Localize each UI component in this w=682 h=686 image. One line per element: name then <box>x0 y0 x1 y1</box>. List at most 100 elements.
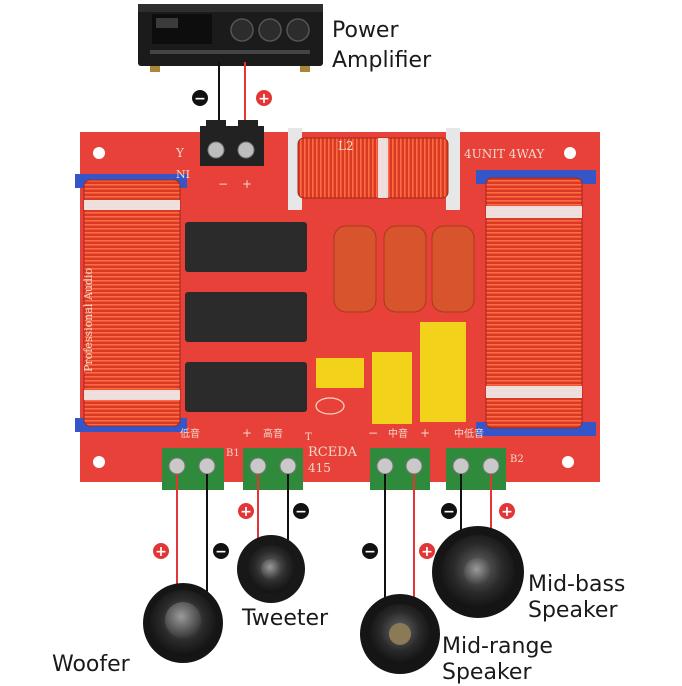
polarity-sign: − <box>194 91 206 107</box>
resistor-3 <box>185 362 307 412</box>
input-terminal-block <box>200 120 264 166</box>
tag-silk-b1: B1 <box>226 448 240 459</box>
polarity-woofer-negative: − <box>213 543 229 560</box>
amplifier-button-row <box>150 50 310 54</box>
polarity-circle <box>362 543 378 559</box>
label-midrange-line2: Speaker <box>442 660 532 685</box>
input-screw-positive <box>237 141 255 159</box>
capacitor-orange-3 <box>431 225 475 313</box>
silk-minus-input: − <box>218 177 228 191</box>
capacitor-orange-1 <box>333 225 377 313</box>
polarity-midbass-positive: + <box>499 503 515 520</box>
channel-silk-mid: 中音 <box>388 427 408 440</box>
output-terminal-woofer <box>162 448 224 490</box>
polarity-sign: + <box>155 544 167 560</box>
silk-plus-input: + <box>242 177 252 191</box>
midrange-dustcap <box>389 623 411 645</box>
polarity-midbass-negative: − <box>441 503 457 520</box>
midbass-dustcap <box>464 558 492 586</box>
silk-plus-high: + <box>242 426 252 440</box>
label-power-amplifier-line1: Power <box>332 18 399 43</box>
polarity-sign: − <box>295 504 307 520</box>
label-midrange-line1: Mid-range <box>442 634 553 659</box>
left-coil-tie-top <box>84 200 180 210</box>
left-coil-tie-bottom <box>84 390 180 400</box>
amplifier-top-edge <box>138 4 323 12</box>
channel-silk-high: 高音 <box>263 427 283 440</box>
top-coil-bracket-right <box>446 128 460 210</box>
midrange-screw-negative <box>376 457 394 475</box>
output-terminal-midrange <box>370 448 430 490</box>
coil-silk-label: L2 <box>338 139 354 153</box>
tweeter-screw-positive <box>249 457 267 475</box>
side-silk-label: Professional Audio <box>82 267 95 372</box>
channel-silk-midlow: 中低音 <box>454 427 484 440</box>
polarity-circle <box>192 90 208 106</box>
model-silk-line2: 415 <box>308 461 331 475</box>
woofer-dustcap <box>165 602 201 638</box>
polarity-circle <box>213 543 229 559</box>
tag-silk-b2: B2 <box>510 454 524 465</box>
polarity-midrange-negative: − <box>362 543 378 560</box>
crossover-board: Y NI L2 4UNIT 4WAY Professional Audio RC… <box>75 128 600 482</box>
midbass-speaker <box>432 526 524 618</box>
amplifier-knob-1 <box>230 18 254 42</box>
output-terminal-midbass <box>446 448 506 490</box>
label-midbass-line1: Mid-bass <box>528 572 626 597</box>
label-woofer: Woofer <box>52 652 130 677</box>
input-screw-negative <box>207 141 225 159</box>
polarity-sign: + <box>501 504 513 520</box>
capacitor-yellow-medium <box>372 352 412 424</box>
power-amplifier <box>138 4 323 72</box>
capacitor-yellow-small <box>316 358 364 388</box>
label-midbass-line2: Speaker <box>528 598 618 623</box>
amplifier-knob-3 <box>286 18 310 42</box>
top-coil-tie <box>378 138 388 198</box>
polarity-tweeter-negative: − <box>293 503 309 520</box>
woofer-speaker <box>143 583 223 663</box>
tweeter-speaker <box>237 535 305 603</box>
resistor-1 <box>185 222 307 272</box>
mount-hole-br <box>562 456 574 468</box>
mount-hole-tr <box>564 147 576 159</box>
midrange-screw-positive <box>405 457 423 475</box>
tag-silk-t: T <box>305 432 312 443</box>
output-terminal-tweeter <box>243 448 303 490</box>
polarity-midrange-positive: + <box>419 543 435 560</box>
polarity-circle <box>256 90 272 106</box>
right-coil-tie-top <box>486 206 582 218</box>
right-inductor-coil <box>485 177 583 429</box>
amplifier-display-segment <box>156 18 178 28</box>
midrange-speaker <box>360 594 440 674</box>
tweeter-dome <box>261 559 281 579</box>
polarity-sign: + <box>258 91 270 107</box>
input-silk-tag: NI <box>176 168 190 181</box>
polarity-sign: + <box>240 504 252 520</box>
polarity-amp-negative: − <box>192 90 208 107</box>
polarity-circle <box>293 503 309 519</box>
amplifier-knob-2 <box>258 18 282 42</box>
mount-hole-tl <box>93 147 105 159</box>
right-coil-tie-bottom <box>486 386 582 398</box>
input-terminal-tab-right <box>238 120 258 130</box>
amplifier-foot-right <box>300 66 310 72</box>
channel-silk-low: 低音 <box>180 427 200 440</box>
model-silk-line1: RCEDA <box>308 445 358 460</box>
unit-silk-label: 4UNIT 4WAY <box>464 147 545 161</box>
capacitor-orange-2 <box>383 225 427 313</box>
polarity-circle <box>153 543 169 559</box>
polarity-sign: + <box>421 544 433 560</box>
silk-minus-mid: − <box>368 426 378 440</box>
polarity-circle <box>499 503 515 519</box>
tweeter-screw-negative <box>279 457 297 475</box>
silk-plus-mid: + <box>420 426 430 440</box>
input-silk-label: Y <box>175 146 185 160</box>
top-inductor-coil <box>297 137 449 199</box>
polarity-sign: − <box>215 544 227 560</box>
polarity-tweeter-positive: + <box>238 503 254 520</box>
polarity-sign: − <box>364 544 376 560</box>
polarity-circle <box>238 503 254 519</box>
polarity-amp-positive: + <box>256 90 272 107</box>
amplifier-foot-left <box>150 66 160 72</box>
